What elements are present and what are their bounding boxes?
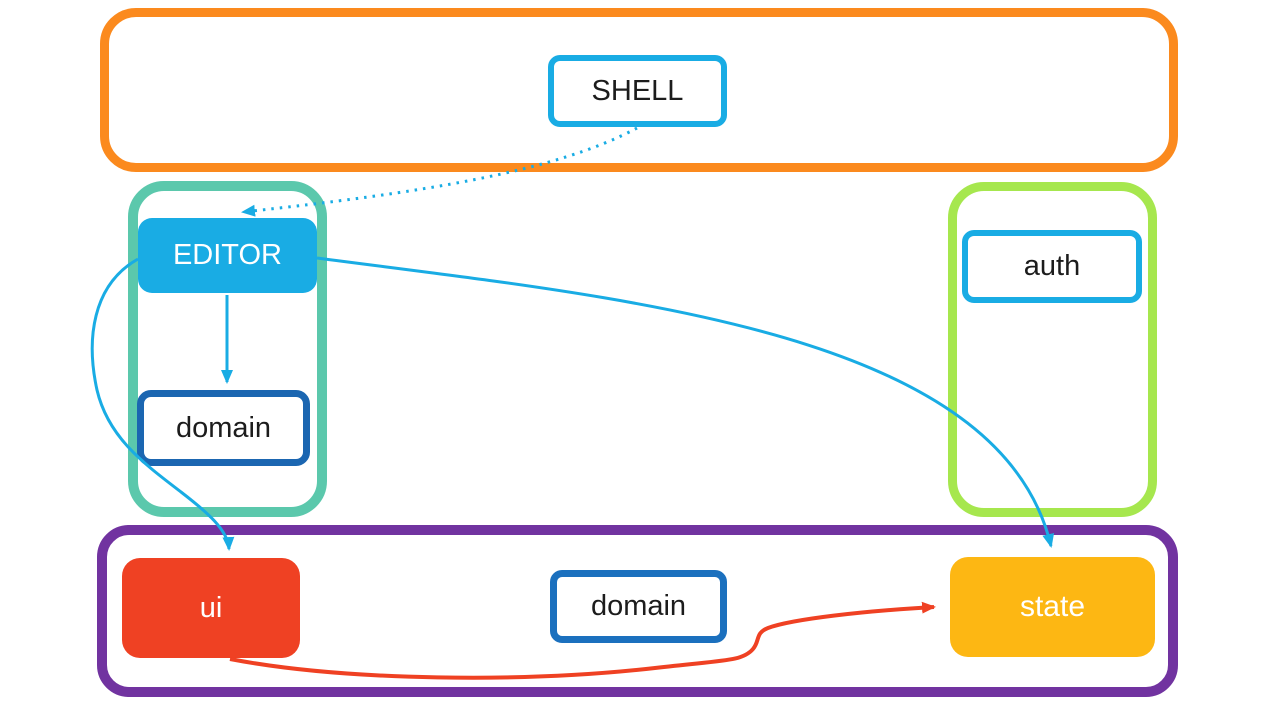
auth-node: auth — [962, 230, 1142, 303]
editor-domain-node: domain — [137, 390, 310, 466]
edge-editor-to-state — [316, 256, 1055, 548]
shell-node-label: SHELL — [591, 74, 684, 107]
editor-domain-node-label: domain — [175, 411, 272, 444]
ui-node: ui — [122, 558, 300, 658]
editor-node-label: EDITOR — [172, 239, 283, 271]
shell-container-box — [100, 8, 1178, 172]
editor-node: EDITOR — [138, 218, 317, 293]
state-node: state — [950, 557, 1155, 657]
bottom-domain-node-label: domain — [590, 590, 687, 622]
bottom-domain-node: domain — [550, 570, 727, 643]
auth-node-label: auth — [1023, 250, 1081, 282]
shell-node: SHELL — [548, 55, 727, 127]
state-node-label: state — [1019, 590, 1086, 623]
ui-node-label: ui — [199, 591, 223, 624]
